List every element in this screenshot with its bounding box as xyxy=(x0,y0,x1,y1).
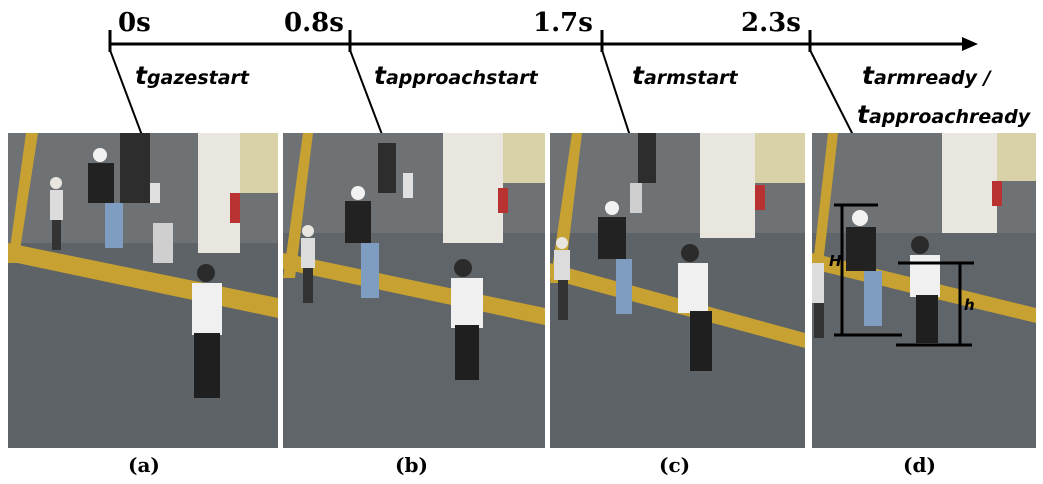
leader-1 xyxy=(349,49,386,140)
person-man xyxy=(598,201,632,314)
person-background xyxy=(120,133,173,263)
person-subject xyxy=(678,244,712,371)
time-label-2: 1.7s xyxy=(533,8,593,38)
time-label-1: 0.8s xyxy=(284,8,344,38)
leader-3 xyxy=(809,49,854,136)
event-sub: armready / xyxy=(873,67,991,89)
event-label-armstart: tarmstart xyxy=(632,63,738,88)
person-child xyxy=(812,263,824,338)
caption-a: (a) xyxy=(128,453,160,477)
event-sub: approachready xyxy=(868,106,1031,128)
caption-c: (c) xyxy=(659,453,691,477)
person-child xyxy=(554,237,570,320)
height-measure-h xyxy=(896,261,974,347)
leader-2 xyxy=(601,49,633,140)
caption-d: (d) xyxy=(903,453,936,477)
video-frame-a xyxy=(8,133,278,448)
event-label-approachstart: tapproachstart xyxy=(374,63,538,88)
leader-0 xyxy=(109,49,144,139)
timeline-axis xyxy=(108,30,978,140)
event-label-armready: tarmready / xyxy=(862,63,991,88)
event-sub: approachstart xyxy=(385,67,538,89)
height-label-h: h xyxy=(964,296,975,314)
event-t: t xyxy=(632,61,644,90)
person-child xyxy=(301,225,315,303)
event-label-gazestart: tgazestart xyxy=(135,63,249,88)
event-t: t xyxy=(862,61,874,90)
event-sub: gazestart xyxy=(146,67,249,89)
video-frame-b xyxy=(283,133,545,448)
person-man xyxy=(345,186,379,298)
event-t: t xyxy=(374,61,386,90)
person-child xyxy=(50,177,63,250)
event-sub: armstart xyxy=(643,67,738,89)
event-t: t xyxy=(135,61,147,90)
video-frame-c xyxy=(550,133,805,448)
person-subject xyxy=(451,259,483,380)
timeline-arrowhead xyxy=(962,37,978,51)
video-frame-d xyxy=(812,133,1036,448)
person-subject xyxy=(192,264,222,398)
person-background xyxy=(378,143,413,198)
caption-b: (b) xyxy=(395,453,428,477)
time-label-0: 0s xyxy=(118,8,151,38)
person-man xyxy=(846,210,882,326)
time-label-3: 2.3s xyxy=(741,8,801,38)
event-t: t xyxy=(857,100,869,129)
height-label-H: H xyxy=(829,252,842,270)
height-measure-H xyxy=(834,203,902,337)
person-background xyxy=(630,133,656,213)
person-man xyxy=(88,148,123,248)
event-label-approachready: tapproachready xyxy=(857,102,1030,127)
